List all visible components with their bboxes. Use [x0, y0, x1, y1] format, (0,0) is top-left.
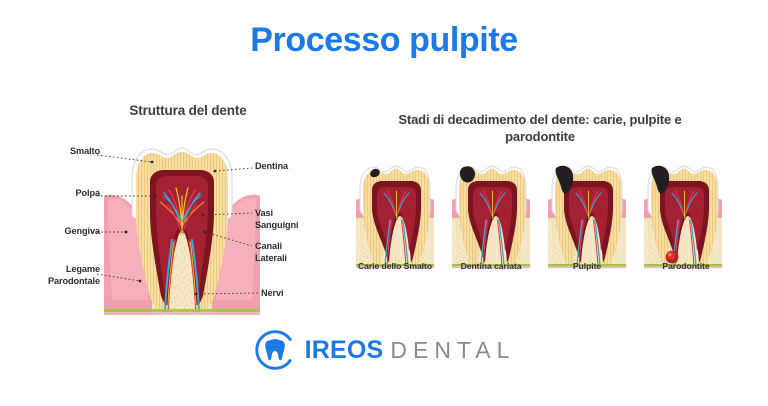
logo-secondary-text: DENTAL	[390, 336, 516, 363]
tooth-in-circle-icon	[254, 330, 292, 370]
stage-tooth-2	[452, 165, 530, 269]
leader-dots-right	[194, 169, 217, 296]
decay-lesion	[555, 165, 574, 194]
page-title: Processo pulpite	[250, 21, 518, 59]
anatomy-label-dentina: Dentina	[255, 161, 288, 171]
anatomy-label-nervi: Nervi	[261, 288, 284, 298]
anatomy-label-polpa: Polpa	[75, 188, 100, 198]
decay-lesion	[370, 168, 380, 178]
stage-caption-pulpite: Pulpite	[572, 261, 602, 271]
logo-primary-text: IREOS	[304, 335, 384, 364]
anatomy-label-smalto: Smalto	[69, 146, 100, 156]
stage-caption-carie-dello-smalto: Carie dello Smalto	[357, 261, 433, 271]
section-heading-stages: Stadi di decadimento del dente: carie, p…	[398, 112, 682, 144]
section-heading-structure: Struttura del dente	[129, 103, 247, 118]
leader-lines-right	[195, 167, 259, 295]
leader-lines-left	[96, 154, 155, 282]
stage-tooth-4	[644, 165, 722, 269]
root-canal-vessels	[164, 239, 200, 313]
anatomy-label-legame-parodontale: Legame Parodontale	[48, 264, 100, 286]
decay-lesion	[651, 165, 670, 194]
stage-tooth-3	[548, 165, 626, 269]
decay-lesion	[459, 166, 475, 183]
stage-caption-dentina-cariata: Dentina cariata	[460, 261, 522, 271]
stage-tooth-1	[356, 165, 434, 269]
brand-logo[interactable]: IREOS DENTAL	[0, 328, 768, 372]
anatomy-label-canali-laterali: Canali Laterali	[255, 241, 287, 263]
anatomy-label-gengiva: Gengiva	[64, 226, 100, 236]
anatomy-label-vasi-sanguigni: Vasi Sanguigni	[255, 208, 299, 230]
tooth-anatomy-diagram	[104, 147, 260, 315]
pulp-vessels	[159, 187, 205, 234]
stage-caption-parodontite: Parodontite	[662, 261, 710, 271]
leader-dots-left	[124, 160, 157, 283]
